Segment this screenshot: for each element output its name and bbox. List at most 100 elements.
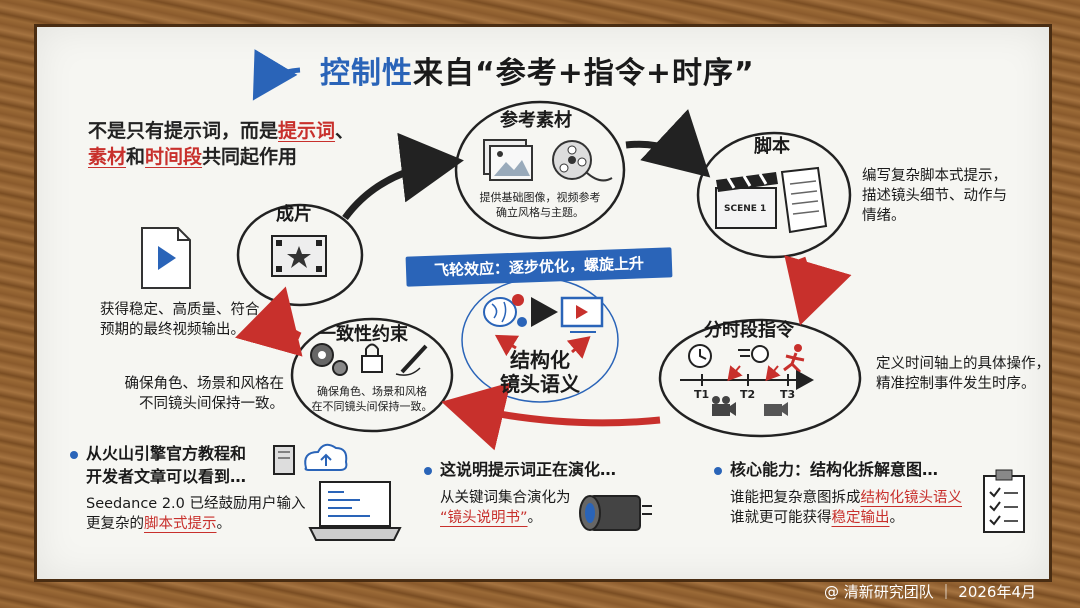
video-file-icon [141, 227, 191, 289]
cloud-upload-icon [304, 443, 348, 471]
bottom-left-body: Seedance 2.0 已经鼓励用户输入 更复杂的脚本式提示。 [86, 494, 306, 534]
script-title: 脚本 [754, 136, 790, 157]
reference-desc-line: 确立风格与主题。 [496, 206, 584, 219]
image-icon [483, 139, 533, 181]
output-desc-line: 预期的最终视频输出。 [100, 322, 245, 338]
timeline [680, 365, 814, 390]
center-label-2: 镜头语义 [500, 372, 590, 396]
bottom-right-body-text: 谁能把复杂意图拆成 [730, 490, 861, 506]
timeline-t2: T2 [740, 388, 756, 401]
bottom-right-body: 谁能把复杂意图拆成结构化镜头语义 谁就更可能获得稳定输出。 [730, 488, 962, 528]
reference-desc: 提供基础图像，视频参考 确立风格与主题。 [478, 190, 602, 220]
document-icon [780, 166, 828, 234]
title-rest: 来自“参考+指令+时序” [413, 56, 755, 91]
arrow-consistency-to-output [235, 286, 303, 357]
film-reel-icon [552, 140, 613, 182]
consistency-inner-desc: 确保角色、场景和风格 在不同镜头间保持一致。 [306, 384, 438, 414]
script-node [696, 131, 852, 259]
bottom-right-head-line: 核心能力：结构化拆解意图… [730, 460, 939, 479]
intro-text: 共同起作用 [202, 146, 298, 168]
bottom-middle-heading: 这说明提示词正在演化… [424, 458, 616, 481]
bottom-left-heading: 从火山引擎官方教程和 开发者文章可以看到… [70, 442, 246, 488]
play-screen-icon [560, 296, 604, 333]
laptop-code-icon [308, 481, 402, 541]
lock-icon [361, 343, 383, 373]
consistency-desc-line: 不同镜头间保持一致。 [139, 396, 284, 412]
timeline-t3: T3 [780, 388, 796, 401]
timing-desc-line: 定义时间轴上的具体操作， [876, 356, 1050, 372]
bottom-right-body-text: 。 [889, 510, 905, 526]
reference-title: 参考素材 [500, 110, 572, 131]
intro-line-1: 不是只有提示词，而是提示词、 [88, 116, 354, 143]
center-label: 结构化 [510, 348, 570, 372]
consistency-node [290, 317, 454, 433]
timing-title: 分时段指令 [704, 320, 794, 341]
intro-text: 、 [335, 120, 355, 142]
camera-lens-icon [579, 495, 652, 531]
center-label-line: 结构化 [510, 348, 570, 372]
camera-icon [712, 396, 788, 416]
timing-node [658, 318, 862, 438]
script-desc-line: 描述镜头细节、动作与 [862, 188, 1007, 204]
output-title: 成片 [276, 204, 312, 225]
intro-keyword-material: 素材 [88, 146, 127, 168]
credit-line: @ 清新研究团队 ｜ 2026年4月 [823, 583, 1036, 601]
clapper-text: SCENE 1 [724, 204, 767, 214]
arrow-output-to-reference [342, 132, 464, 221]
consistency-inner-line: 在不同镜头间保持一致。 [311, 400, 433, 413]
undo-arrow-icon [252, 49, 301, 101]
output-desc-line: 获得稳定、高质量、符合 [100, 302, 260, 318]
intro-text: 和 [126, 146, 146, 168]
clapperboard-icon [715, 172, 778, 229]
bullet-dot [70, 450, 78, 459]
bottom-middle-body-line: 从关键词集合演化为 [440, 490, 571, 506]
bottom-left-keyword: 脚本式提示 [144, 516, 217, 532]
arrow-reference-to-script [625, 108, 711, 178]
bottom-left-head-line: 从火山引擎官方教程和 [86, 444, 247, 463]
checklist-icon [983, 469, 1025, 533]
center-red-arrow-right [566, 336, 591, 359]
page-title: 控制性来自“参考+指令+时序” [320, 48, 755, 92]
pen-icon [395, 344, 428, 376]
timing-desc: 定义时间轴上的具体操作， 精准控制事件发生时序。 [876, 354, 1050, 394]
bottom-middle-head-line: 这说明提示词正在演化… [440, 460, 617, 479]
bottom-right-body-text: 谁就更可能获得 [730, 510, 832, 526]
consistency-desc: 确保角色、场景和风格在 不同镜头间保持一致。 [112, 374, 285, 414]
script-desc-line: 编写复杂脚本式提示， [862, 168, 1007, 184]
consistency-inner-line: 确保角色、场景和风格 [317, 385, 427, 398]
intro-keyword-prompt: 提示词 [278, 120, 336, 142]
bottom-left-body-text: 更复杂的 [86, 516, 144, 532]
film-star-icon [271, 235, 327, 277]
bottom-right-heading: 核心能力：结构化拆解意图… [714, 458, 938, 481]
bottom-right-keyword: 稳定输出 [831, 510, 890, 526]
bottom-left-body-text: 。 [216, 516, 232, 532]
bottom-right-keyword: 结构化镜头语义 [860, 490, 963, 506]
timeline-t1: T1 [694, 388, 710, 401]
script-desc-line: 情绪。 [862, 208, 906, 224]
bullet-dot [424, 466, 432, 475]
consistency-desc-line: 确保角色、场景和风格在 [124, 376, 285, 392]
running-person-icon [738, 344, 805, 374]
bottom-middle-body-text: 。 [527, 510, 543, 526]
bottom-left-head-line: 开发者文章可以看到… [86, 467, 247, 486]
bullet-dot [714, 466, 722, 475]
clock-icon [688, 344, 712, 368]
bottom-middle-keyword: “镜头说明书” [440, 510, 528, 526]
consistency-title: 一致性约束 [318, 324, 408, 345]
bottom-left-body-line: Seedance 2.0 已经鼓励用户输入 [86, 496, 306, 512]
reference-desc-line: 提供基础图像，视频参考 [479, 191, 601, 204]
timing-desc-line: 精准控制事件发生时序。 [876, 376, 1036, 392]
output-desc: 获得稳定、高质量、符合 预期的最终视频输出。 [100, 300, 260, 340]
brain-icon [483, 294, 527, 327]
arrow-script-to-timing [784, 255, 852, 326]
script-desc: 编写复杂脚本式提示， 描述镜头细节、动作与 情绪。 [862, 166, 1007, 226]
arrow-timing-to-consistency [441, 382, 661, 451]
title-highlight: 控制性 [320, 56, 413, 91]
book-icon [273, 445, 295, 475]
gears-icon [310, 343, 348, 376]
intro-line-2: 素材和时间段共同起作用 [88, 142, 297, 169]
center-label-line: 镜头语义 [500, 372, 580, 396]
bottom-middle-body: 从关键词集合演化为 “镜头说明书”。 [440, 488, 571, 528]
